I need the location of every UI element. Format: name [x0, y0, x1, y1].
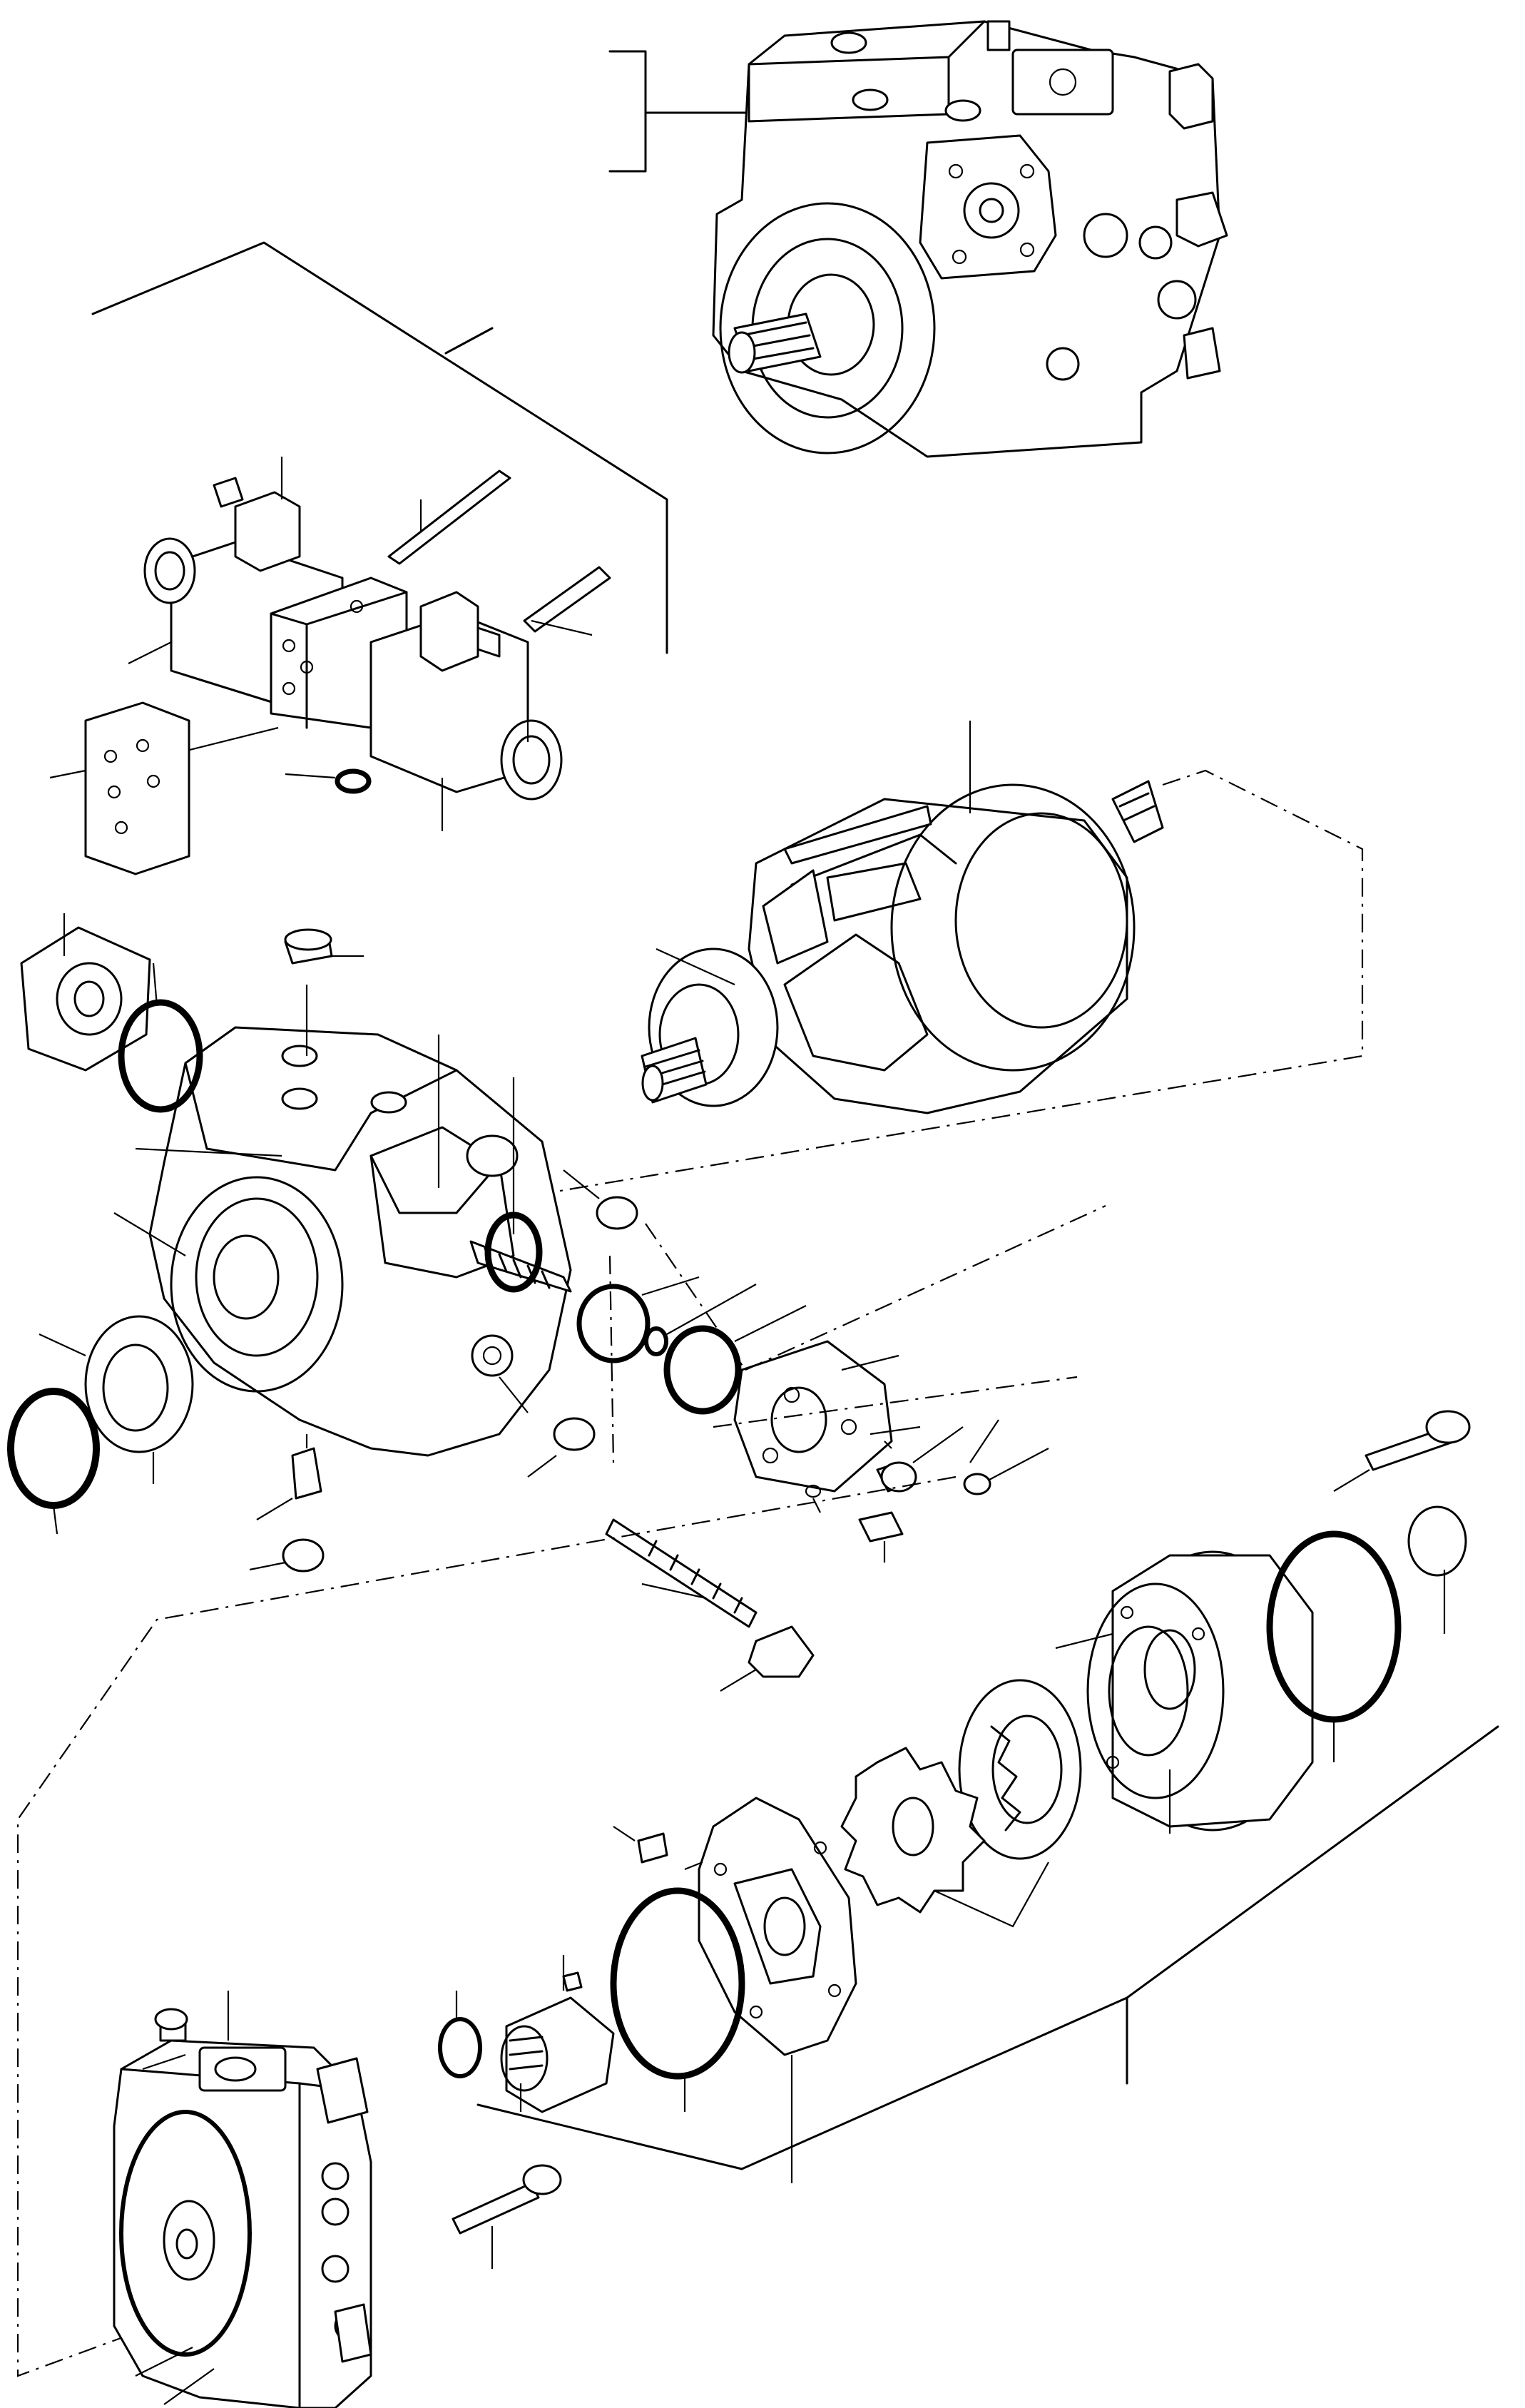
rotating-group — [513, 721, 1364, 1200]
solenoid-valve-group — [49, 457, 611, 875]
pump-housing — [7, 913, 638, 1573]
complete-pump-assembly — [608, 20, 1228, 458]
end-cover — [113, 1991, 372, 2408]
control-valve-block — [576, 1223, 1049, 1692]
charge-pump-group — [438, 1410, 1499, 2269]
